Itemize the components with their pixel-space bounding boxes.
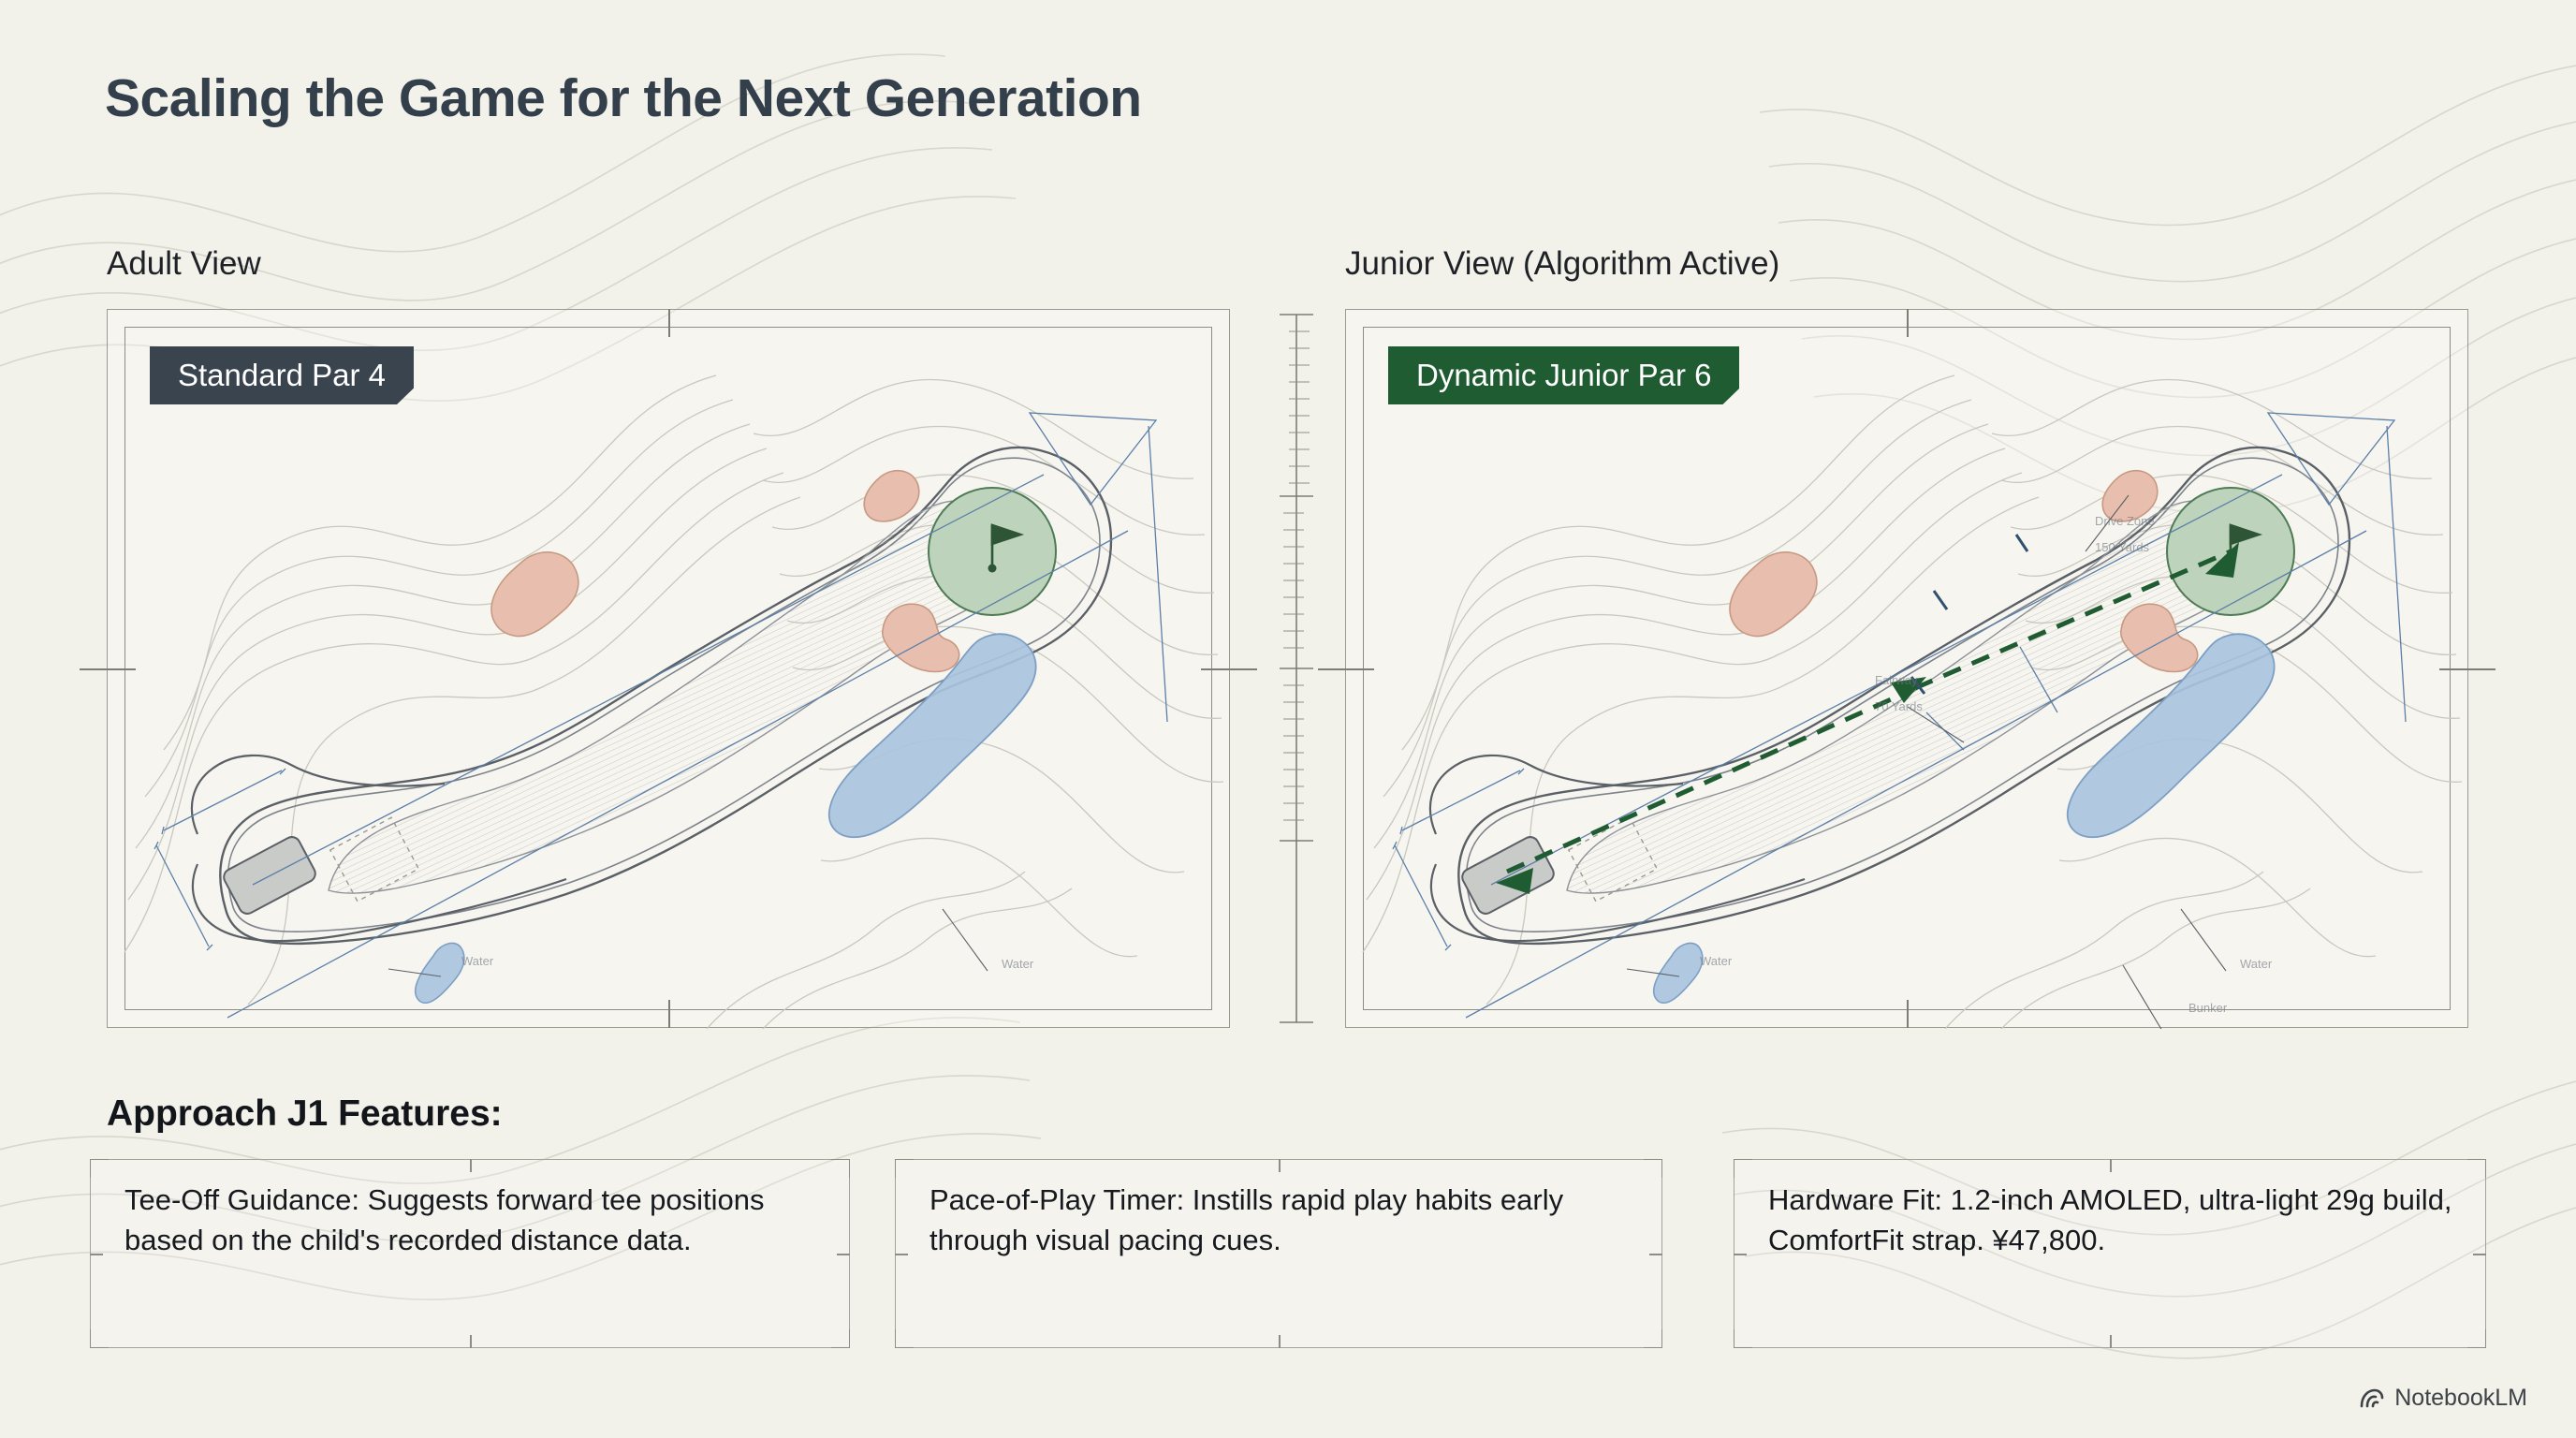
feature-card-pace-of-play-timer: Pace-of-Play Timer: Instills rapid play … <box>895 1159 1662 1348</box>
card-tick-top <box>470 1159 472 1172</box>
card-tick-top <box>2110 1159 2112 1172</box>
panel-label-adult: Adult View <box>107 245 261 282</box>
frame-tick-bottom <box>1907 1000 1909 1028</box>
junior-course-map <box>1362 374 2463 1029</box>
badge-dynamic-junior-par: Dynamic Junior Par 6 <box>1388 346 1739 404</box>
map-annotation-label: 150 Yards <box>2188 1027 2244 1029</box>
card-tick-left <box>895 1254 908 1255</box>
card-tick-left <box>90 1254 103 1255</box>
adult-course-map <box>124 374 1224 1029</box>
card-tick-top <box>1279 1159 1281 1172</box>
corner-bracket-tl <box>1734 1159 1752 1178</box>
corner-bracket-br <box>831 1329 850 1348</box>
adult-view-frame: WaterWaterHeading420 Yards430 Yards420 Y… <box>80 309 1257 1029</box>
badge-standard-par: Standard Par 4 <box>150 346 414 404</box>
frame-tick-right <box>2439 668 2496 670</box>
map-annotation-label: Drive Zone <box>2095 514 2155 528</box>
map-annotation-label: Water <box>1700 954 1733 968</box>
center-scale-ruler <box>1280 314 1313 1023</box>
map-annotation-label: 150 Yards <box>2095 540 2150 554</box>
card-tick-left <box>1734 1254 1747 1255</box>
corner-bracket-tr <box>2467 1159 2486 1178</box>
map-annotation-label: Water <box>2240 957 2273 971</box>
panel-label-junior: Junior View (Algorithm Active) <box>1345 245 1780 282</box>
card-tick-bottom <box>2110 1335 2112 1348</box>
features-heading: Approach J1 Features: <box>107 1093 503 1134</box>
card-tick-right <box>837 1254 850 1255</box>
frame-tick-right <box>1201 668 1257 670</box>
card-tick-right <box>2473 1254 2486 1255</box>
corner-bracket-tl <box>895 1159 914 1178</box>
corner-bracket-tr <box>831 1159 850 1178</box>
frame-tick-left <box>1318 668 1374 670</box>
feature-card-tee-off-guidance: Tee-Off Guidance: Suggests forward tee p… <box>90 1159 850 1348</box>
frame-tick-top <box>668 309 670 337</box>
corner-bracket-tr <box>1644 1159 1662 1178</box>
map-annotation-label: 70 Yards <box>1875 699 1923 713</box>
corner-bracket-bl <box>90 1329 109 1348</box>
card-tick-bottom <box>470 1335 472 1348</box>
corner-bracket-bl <box>895 1329 914 1348</box>
map-annotation-label: Water <box>1002 957 1034 971</box>
frame-tick-left <box>80 668 136 670</box>
junior-trajectory-path <box>1496 542 2239 894</box>
map-annotation-label: Water <box>461 954 494 968</box>
map-annotation-label: Fairway <box>1875 673 1918 687</box>
frame-tick-bottom <box>668 1000 670 1028</box>
brand-footer: NotebookLM <box>2359 1385 2527 1412</box>
corner-bracket-br <box>1644 1329 1662 1348</box>
corner-bracket-tl <box>90 1159 109 1178</box>
feature-card-text: Pace-of-Play Timer: Instills rapid play … <box>929 1183 1564 1256</box>
card-tick-bottom <box>1279 1335 1281 1348</box>
notebooklm-logo-icon <box>2360 1388 2384 1408</box>
card-tick-right <box>1649 1254 1662 1255</box>
feature-card-text: Tee-Off Guidance: Suggests forward tee p… <box>124 1183 765 1256</box>
corner-bracket-bl <box>1734 1329 1752 1348</box>
corner-bracket-br <box>2467 1329 2486 1348</box>
feature-card-hardware-fit: Hardware Fit: 1.2-inch AMOLED, ultra-lig… <box>1734 1159 2486 1348</box>
feature-card-text: Hardware Fit: 1.2-inch AMOLED, ultra-lig… <box>1768 1183 2452 1256</box>
frame-tick-top <box>1907 309 1909 337</box>
adult-map-annotations: WaterWaterHeading420 Yards430 Yards420 Y… <box>461 954 1034 971</box>
brand-name: NotebookLM <box>2394 1385 2527 1411</box>
page-title: Scaling the Game for the Next Generation <box>105 68 1142 128</box>
map-annotation-label: Bunker <box>2188 1001 2228 1015</box>
